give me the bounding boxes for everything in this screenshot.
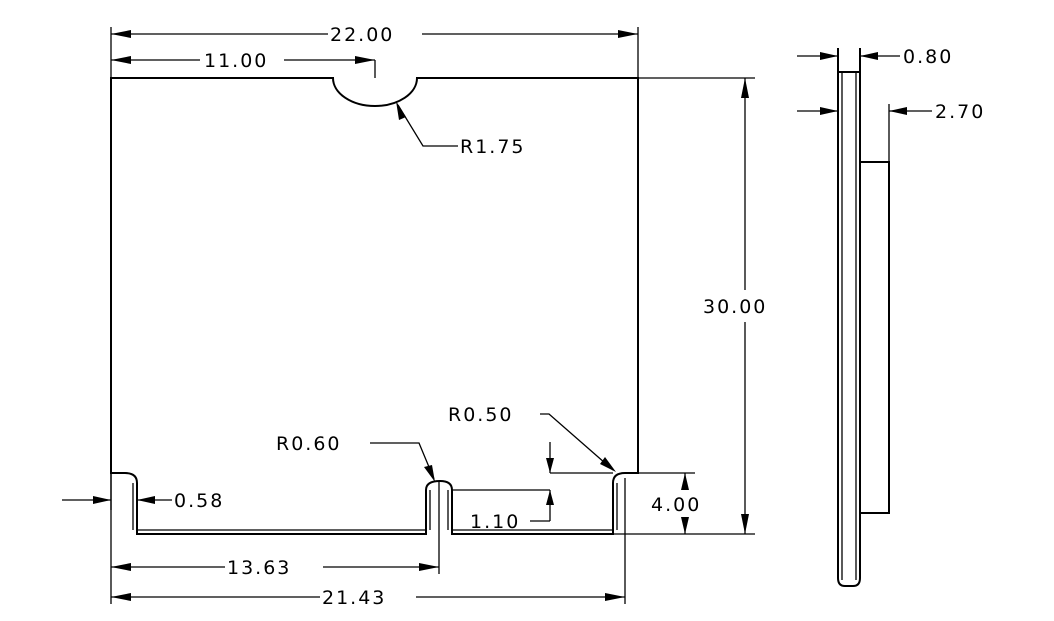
dim-label-thickness-step: 2.70 (935, 101, 985, 123)
dim-label-slot-right-radius: R0.50 (448, 404, 514, 426)
dim-label-left-offset: 0.58 (174, 490, 224, 512)
dim-label-notch-center: 11.00 (204, 50, 268, 72)
dim-label-height: 30.00 (703, 296, 767, 318)
leader-notch-radius: R1.75 (396, 101, 526, 158)
dim-label-step-height: 1.10 (470, 511, 520, 533)
dim-thickness-top: 0.80 (797, 46, 953, 68)
leader-slot-right-radius: R0.50 (448, 404, 616, 472)
dim-label-right-slot-position: 21.43 (322, 587, 386, 609)
dim-label-slot-middle-radius: R0.60 (276, 433, 342, 455)
dim-label-middle-slot-position: 13.63 (227, 557, 291, 579)
dim-overall-width: 22.00 (110, 24, 639, 78)
dim-right-slot-position: 21.43 (111, 478, 626, 609)
side-view (837, 48, 890, 587)
leader-slot-middle-radius: R0.60 (276, 433, 435, 482)
dim-slot-depth: 4.00 (625, 472, 722, 534)
dim-label-thickness-top: 0.80 (903, 46, 953, 68)
dim-height: 30.00 (613, 77, 794, 535)
dim-label-slot-depth: 4.00 (651, 494, 701, 516)
dim-left-offset: 0.58 (62, 473, 224, 512)
dim-label-notch-radius: R1.75 (460, 136, 526, 158)
front-view (110, 77, 639, 535)
dim-notch-center: 11.00 (111, 50, 376, 78)
dim-thickness-step: 2.70 (797, 101, 985, 123)
dim-step-height: 1.10 (452, 442, 613, 533)
front-view-outline (110, 77, 639, 535)
side-view-plate (837, 48, 861, 587)
side-view-step (860, 161, 890, 514)
dim-middle-slot-position: 13.63 (110, 473, 440, 604)
dim-label-overall-width: 22.00 (330, 24, 394, 46)
